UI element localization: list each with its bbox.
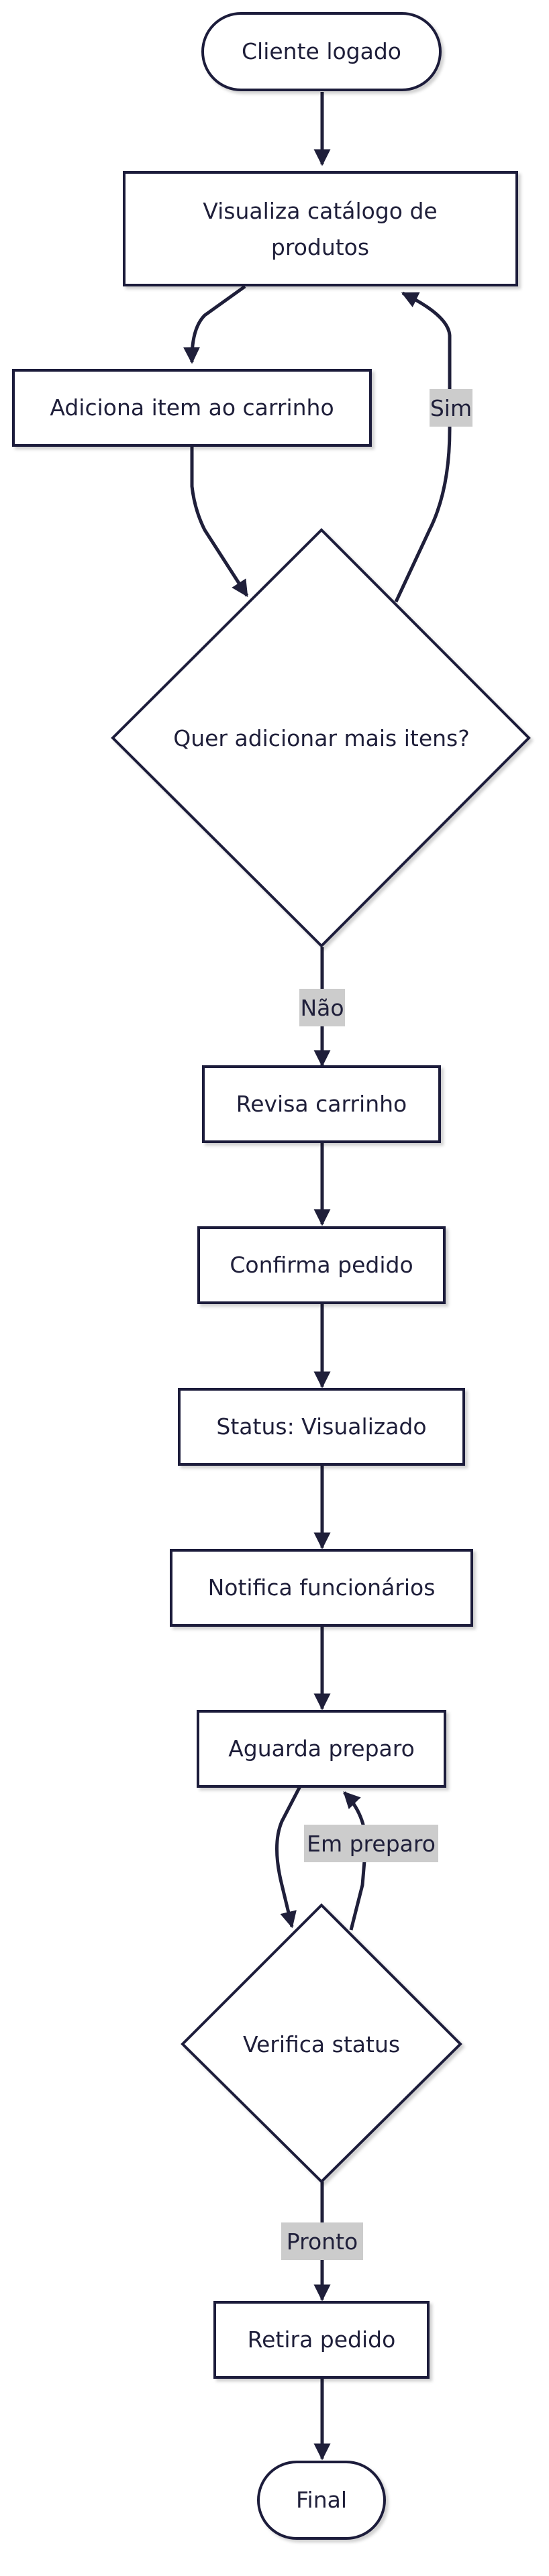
edge-label-no: Não [299, 989, 345, 1026]
svg-text:Pronto: Pronto [287, 2229, 358, 2255]
edge-catalog-to-add-item [183, 284, 246, 364]
edge-await-to-check [275, 1785, 302, 1929]
node-decision-check-status: Verifica status [181, 1903, 462, 2184]
edge-label-in-prep: Em preparo [304, 1825, 438, 1862]
node-confirm-order: Confirma pedido [197, 1226, 446, 1304]
node-add-item: Adiciona item ao carrinho [12, 369, 372, 447]
svg-text:Notifica funcionários: Notifica funcionários [208, 1574, 436, 1601]
node-notify-staff: Notifica funcionários [170, 1549, 473, 1627]
svg-text:Confirma pedido: Confirma pedido [230, 1252, 413, 1278]
node-end: Final [257, 2461, 386, 2540]
node-review-cart: Revisa carrinho [202, 1065, 441, 1143]
node-start: Cliente logado [201, 12, 442, 91]
svg-text:Quer adicionar mais itens?: Quer adicionar mais itens? [173, 725, 470, 751]
edge-label-ready: Pronto [281, 2222, 363, 2260]
svg-text:Visualiza catálogo de: Visualiza catálogo de [203, 198, 437, 224]
svg-text:Verifica status: Verifica status [243, 2031, 400, 2057]
svg-text:Sim: Sim [430, 395, 472, 421]
svg-text:Aguarda preparo: Aguarda preparo [228, 1735, 415, 1762]
edge-add-item-to-decision [190, 445, 249, 598]
svg-text:Em preparo: Em preparo [307, 1831, 436, 1857]
edge-label-yes: Sim [430, 389, 472, 427]
node-status-viewed: Status: Visualizado [178, 1388, 465, 1466]
svg-text:Não: Não [300, 995, 344, 1021]
svg-text:Final: Final [296, 2487, 347, 2513]
edge-decision-to-catalog-yes [394, 291, 452, 603]
node-decision-more-items: Quer adicionar mais itens? [111, 528, 531, 948]
svg-text:Revisa carrinho: Revisa carrinho [236, 1091, 407, 1117]
svg-text:Status: Visualizado: Status: Visualizado [216, 1413, 426, 1440]
svg-text:Cliente logado: Cliente logado [242, 38, 401, 64]
svg-text:produtos: produtos [271, 234, 369, 260]
svg-text:Retira pedido: Retira pedido [248, 2326, 396, 2353]
node-await-prep: Aguarda preparo [197, 1710, 446, 1788]
svg-text:Adiciona item ao carrinho: Adiciona item ao carrinho [50, 394, 334, 421]
node-catalog: Visualiza catálogo de produtos [123, 171, 518, 286]
node-pickup: Retira pedido [213, 2301, 430, 2379]
